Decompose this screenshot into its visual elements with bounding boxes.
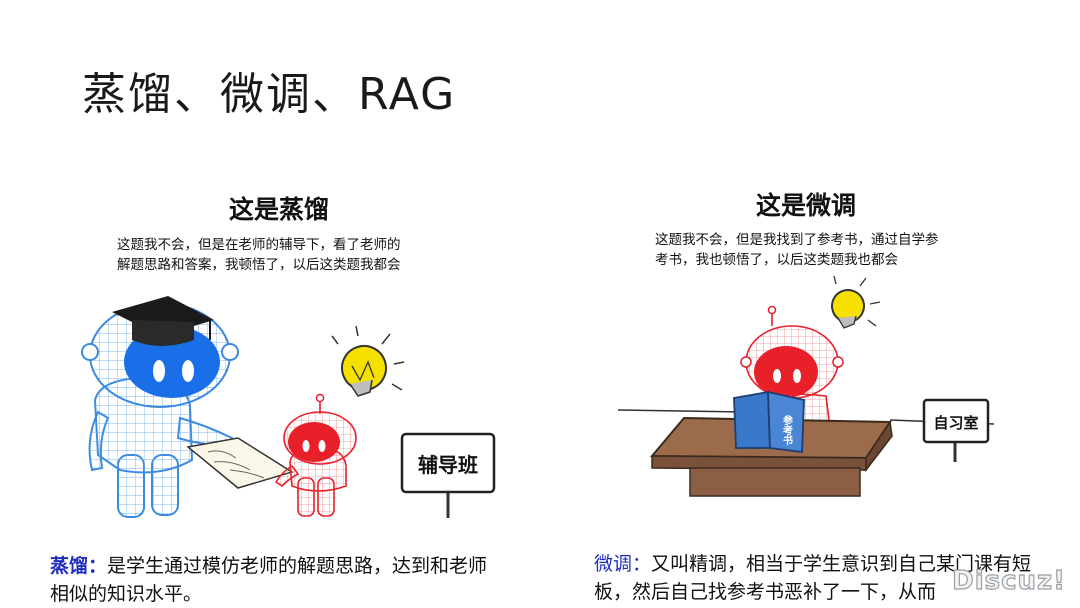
distillation-heading: 这是蒸馏 [229, 195, 330, 224]
slide-title: 蒸馏、微调、RAG [82, 69, 457, 120]
graduation-cap-icon [112, 296, 214, 346]
lightbulb-icon [831, 275, 881, 329]
distillation-description: 这题我不会，但是在老师的辅导下，看了老师的 解题思路和答案，我顿悟了，以后这类题… [117, 235, 401, 275]
distillation-description-line1: 这题我不会，但是在老师的辅导下，看了老师的 [117, 237, 401, 253]
finetune-caption: 微调：又叫精调，相当于学生意识到自己某门课有短 板，然后自己找参考书恶补了一下，… [594, 550, 1074, 606]
finetune-term: 微调 [594, 553, 633, 575]
distillation-caption-text: 是学生通过模仿老师的解题思路，达到和老师 [107, 555, 488, 577]
finetune-description: 这题我不会，但是我找到了参考书，通过自学参 考书，我也顿悟了，以后这类题我也都会 [655, 230, 939, 270]
tutoring-class-sign: 辅导班 [400, 432, 496, 518]
watermark-logo: Discuz! [952, 565, 1066, 596]
distillation-colon: ： [88, 555, 108, 577]
teacher-robot [81, 302, 239, 518]
study-room-sign: 自习室 [922, 398, 990, 462]
reference-book-title: 参考书 [781, 414, 793, 446]
study-room-sign-text: 自习室 [933, 414, 978, 432]
distillation-caption-line1: 蒸馏：是学生通过模仿老师的解题思路，达到和老师 [50, 552, 550, 580]
finetune-caption-line2: 板，然后自己找参考书恶补了一下，从而 [594, 581, 937, 603]
distillation-term: 蒸馏 [50, 555, 89, 577]
finetune-colon: ： [632, 553, 652, 575]
finetune-heading: 这是微调 [756, 191, 857, 220]
tutoring-class-sign-text: 辅导班 [418, 453, 478, 477]
student-robot-left [274, 393, 357, 517]
floor-line [617, 409, 745, 413]
distillation-caption-line2: 相似的知识水平。 [50, 583, 203, 605]
lightbulb-icon [331, 325, 405, 397]
distillation-caption: 蒸馏：是学生通过模仿老师的解题思路，达到和老师 相似的知识水平。 [50, 552, 550, 608]
distillation-description-line2: 解题思路和答案，我顿悟了，以后这类题我都会 [117, 257, 401, 273]
reference-book: 参考书 [733, 390, 805, 454]
finetune-caption-line1: 微调：又叫精调，相当于学生意识到自己某门课有短 [594, 550, 1074, 578]
finetune-description-line2: 考书，我也顿悟了，以后这类题我也都会 [655, 252, 898, 268]
finetune-description-line1: 这题我不会，但是我找到了参考书，通过自学参 [655, 232, 939, 248]
finetune-caption-text: 又叫精调，相当于学生意识到自己某门课有短 [651, 553, 1032, 575]
